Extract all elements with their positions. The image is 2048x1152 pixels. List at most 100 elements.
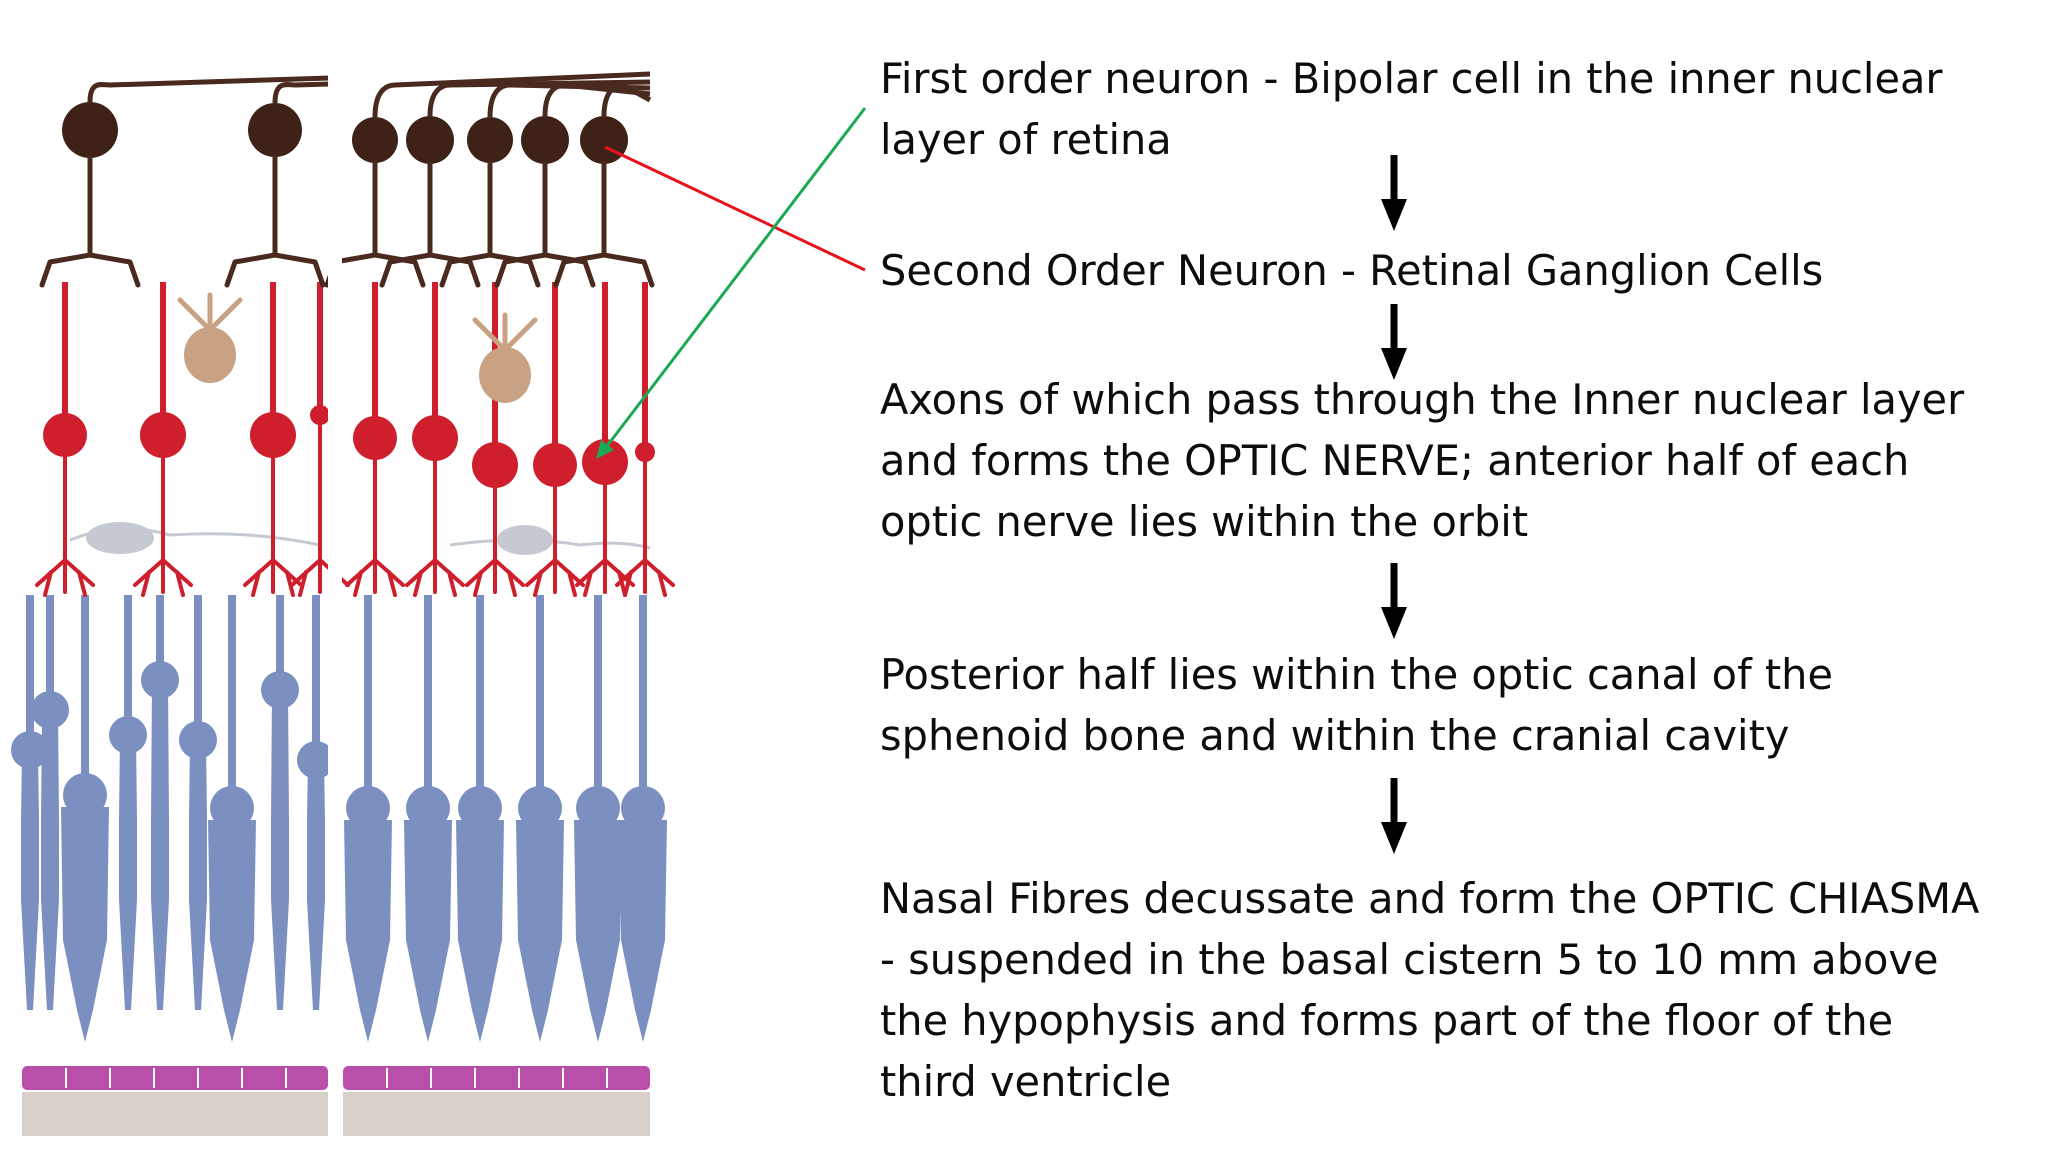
photoreceptor-nucleus xyxy=(518,786,562,830)
ganglion-axon xyxy=(160,282,166,435)
photoreceptor-axon xyxy=(536,595,544,808)
down-arrow xyxy=(1381,778,1407,854)
horizontal-cell-body xyxy=(497,525,553,555)
photoreceptor-axon xyxy=(228,595,236,808)
step-text-line: - suspended in the basal cistern 5 to 10… xyxy=(880,935,1939,984)
photoreceptor-nucleus xyxy=(621,786,665,830)
photoreceptor-nucleus xyxy=(406,786,450,830)
bipolar-cell-body xyxy=(248,103,302,157)
ganglion-cell-body xyxy=(310,405,330,425)
down-arrow xyxy=(1381,304,1407,380)
step-optic-nerve: Axons of which pass through the Inner nu… xyxy=(880,369,2030,552)
bipolar-cell-body xyxy=(467,117,513,163)
down-arrow xyxy=(1381,155,1407,231)
pointer-arrowhead-green xyxy=(596,440,614,459)
bipolar-dendrites xyxy=(224,154,326,288)
rod-body xyxy=(189,740,207,1010)
ganglion-cell-body xyxy=(472,442,518,488)
ganglion-dendrites xyxy=(465,486,525,597)
photoreceptor-axon xyxy=(312,595,320,760)
rod-body xyxy=(21,750,39,1010)
photoreceptor-nucleus xyxy=(210,786,254,830)
ganglion-dendrites xyxy=(525,485,585,597)
photoreceptor-nucleus xyxy=(63,773,107,817)
horizontal-cell-body xyxy=(86,522,154,554)
bipolar-dendrites xyxy=(494,161,596,288)
rod-body xyxy=(119,735,137,1010)
bipolar-axon xyxy=(372,71,651,118)
photoreceptor-axon xyxy=(124,595,132,735)
step-optic-chiasma: Nasal Fibres decussate and form the OPTI… xyxy=(880,868,2030,1112)
ganglion-axon xyxy=(372,282,378,438)
ganglion-dendrites xyxy=(133,456,193,597)
photoreceptor-axon xyxy=(364,595,372,808)
step-text-line: sphenoid bone and within the cranial cav… xyxy=(880,711,1790,760)
ganglion-dendrites xyxy=(345,458,405,597)
ganglion-axon xyxy=(552,282,558,465)
rod-body xyxy=(307,760,325,1010)
bipolar-dendrites xyxy=(39,155,141,288)
step-text-line: and forms the OPTIC NERVE; anterior half… xyxy=(880,436,1910,485)
pigment-epithelium-band xyxy=(22,1066,328,1090)
bipolar-axon xyxy=(272,81,331,104)
cone-body xyxy=(619,820,667,1042)
ganglion-axon xyxy=(270,282,276,435)
ganglion-dendrites xyxy=(405,459,465,597)
amacrine-cell-body xyxy=(479,347,531,403)
photoreceptor-layer xyxy=(11,595,667,1042)
pointer-line-green xyxy=(602,107,867,451)
ganglion-dendrites xyxy=(35,455,95,597)
ganglion-cell-layer xyxy=(35,282,675,597)
ganglion-cell-body xyxy=(412,415,458,461)
bipolar-axon xyxy=(87,75,331,103)
bipolar-axon xyxy=(487,82,651,118)
choroid-band xyxy=(343,1092,650,1136)
illustration-gap xyxy=(328,60,342,1140)
step-text-line: Second Order Neuron - Retinal Ganglion C… xyxy=(880,246,1824,295)
bipolar-dendrites xyxy=(439,160,541,288)
step-text-line: Nasal Fibres decussate and form the OPTI… xyxy=(880,874,1980,923)
photoreceptor-nucleus xyxy=(576,786,620,830)
cone-body xyxy=(456,820,504,1042)
cone-body xyxy=(516,820,564,1042)
ganglion-cell-body xyxy=(250,412,296,458)
step-text-line: Axons of which pass through the Inner nu… xyxy=(880,375,1965,424)
ganglion-cell-body xyxy=(533,443,577,487)
amacrine-cell-body xyxy=(184,327,236,383)
ganglion-cell-body xyxy=(43,413,87,457)
rod-body xyxy=(151,680,169,1010)
step-text-line: First order neuron - Bipolar cell in the… xyxy=(880,54,1943,103)
ganglion-dendrites xyxy=(575,483,635,597)
photoreceptor-nucleus xyxy=(458,786,502,830)
ganglion-cell-body xyxy=(140,412,186,458)
ganglion-axon xyxy=(642,282,648,452)
photoreceptor-axon xyxy=(639,595,647,808)
bipolar-dendrites xyxy=(379,161,481,288)
step-first-order-neuron: First order neuron - Bipolar cell in the… xyxy=(880,48,2030,170)
bipolar-cell-body xyxy=(580,116,628,164)
photoreceptor-axon xyxy=(594,595,602,808)
step-text-line: third ventricle xyxy=(880,1057,1172,1106)
step-text-line: the hypophysis and forms part of the flo… xyxy=(880,996,1894,1045)
ganglion-dendrites xyxy=(243,456,303,597)
photoreceptor-axon xyxy=(81,595,89,795)
bipolar-axon xyxy=(542,82,651,117)
amacrine-cells xyxy=(177,292,538,403)
cone-body xyxy=(404,820,452,1042)
down-arrow xyxy=(1381,563,1407,639)
pigment-epithelium-layer xyxy=(22,1066,650,1090)
cone-body xyxy=(344,820,392,1042)
horizontal-cells xyxy=(69,522,651,555)
cone-body xyxy=(61,807,109,1042)
step-second-order-neuron: Second Order Neuron - Retinal Ganglion C… xyxy=(880,240,2030,301)
rod-body xyxy=(41,710,59,1010)
step-posterior-half: Posterior half lies within the optic can… xyxy=(880,644,2030,766)
bipolar-cell-layer xyxy=(39,71,655,288)
pointer-line-red xyxy=(604,145,866,272)
photoreceptor-axon xyxy=(476,595,484,808)
horizontal-cell-process xyxy=(449,538,651,550)
bipolar-cell-body xyxy=(62,102,118,158)
photoreceptor-axon xyxy=(46,595,54,710)
